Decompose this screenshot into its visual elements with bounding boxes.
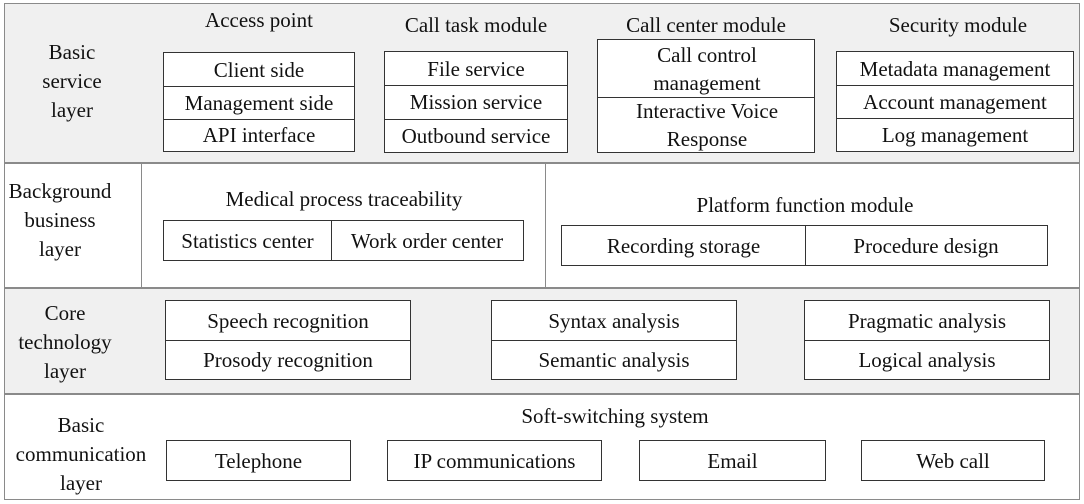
- layer-label-line: layer: [51, 98, 93, 122]
- layer-label-line: technology: [18, 330, 112, 354]
- file-service-item: File service: [427, 56, 525, 81]
- platform-function-module-title: Platform function module: [696, 193, 914, 217]
- background-business-layer: Background business layer Medical proces…: [4, 163, 1080, 288]
- web-call-box: Web call: [861, 440, 1045, 481]
- layer-label-line: Basic: [57, 413, 105, 437]
- call-center-module-box: Call control management Interactive Voic…: [597, 39, 815, 153]
- divider: [166, 340, 410, 341]
- speech-recognition-item: Speech recognition: [207, 308, 369, 333]
- statistics-center-item: Statistics center: [181, 228, 314, 253]
- background-business-layer-label: Background business layer: [5, 177, 115, 264]
- divider: [837, 118, 1073, 119]
- client-side-item: Client side: [213, 57, 305, 82]
- telephone-item: Telephone: [214, 448, 303, 473]
- layer-label-line: business: [24, 208, 96, 232]
- divider: [164, 86, 354, 87]
- call-task-module-box: File service Mission service Outbound se…: [384, 51, 568, 153]
- soft-switching-system-title: Soft-switching system: [521, 404, 709, 428]
- layer-divider: [545, 164, 546, 287]
- divider: [805, 340, 1049, 341]
- divider: [385, 85, 567, 86]
- prosody-recognition-item: Prosody recognition: [203, 347, 373, 372]
- divider: [492, 340, 736, 341]
- management-side-item: Management side: [184, 90, 334, 115]
- interactive-voice-response-item: Interactive Voice Response: [635, 98, 779, 151]
- recognition-group-box: Speech recognition Prosody recognition: [165, 300, 411, 380]
- basic-communication-layer: Basic communication layer Soft-switching…: [4, 394, 1080, 500]
- semantic-analysis-item: Semantic analysis: [538, 347, 690, 372]
- core-technology-layer: Core technology layer Speech recognition…: [4, 288, 1080, 394]
- outbound-service-item: Outbound service: [401, 123, 551, 148]
- divider: [331, 221, 332, 260]
- medical-process-traceability-box: Statistics center Work order center: [163, 220, 524, 261]
- call-center-module-title: Call center module: [626, 13, 786, 37]
- metadata-management-item: Metadata management: [859, 56, 1051, 81]
- layer-label-line: layer: [44, 359, 86, 383]
- core-technology-layer-label: Core technology layer: [5, 299, 125, 386]
- email-box: Email: [639, 440, 826, 481]
- divider: [598, 97, 814, 98]
- divider: [837, 85, 1073, 86]
- layer-label-line: Background: [8, 179, 112, 203]
- medical-process-traceability-title: Medical process traceability: [225, 187, 463, 211]
- layer-label-line: communication: [15, 442, 147, 466]
- basic-service-layer-label: Basic service layer: [5, 38, 139, 125]
- security-module-box: Metadata management Account management L…: [836, 51, 1074, 152]
- work-order-center-item: Work order center: [350, 228, 504, 253]
- security-module-title: Security module: [888, 13, 1028, 37]
- ip-communications-box: IP communications: [387, 440, 602, 481]
- layer-label-line: layer: [60, 471, 102, 495]
- telephone-box: Telephone: [166, 440, 351, 481]
- pragmatic-logical-group-box: Pragmatic analysis Logical analysis: [804, 300, 1050, 380]
- layer-label-line: layer: [39, 237, 81, 261]
- basic-communication-layer-label: Basic communication layer: [5, 411, 157, 498]
- mission-service-item: Mission service: [409, 90, 543, 114]
- log-management-item: Log management: [881, 122, 1029, 147]
- divider: [164, 119, 354, 120]
- syntax-analysis-item: Syntax analysis: [548, 308, 680, 333]
- call-task-module-title: Call task module: [404, 13, 548, 37]
- platform-function-module-box: Recording storage Procedure design: [561, 225, 1048, 266]
- layer-divider: [141, 164, 142, 287]
- recording-storage-item: Recording storage: [606, 233, 761, 258]
- api-interface-item: API interface: [202, 123, 316, 147]
- divider: [385, 119, 567, 120]
- access-point-box: Client side Management side API interfac…: [163, 52, 355, 152]
- call-control-management-item: Call control management: [653, 42, 761, 95]
- layer-label-line: Core: [44, 301, 86, 325]
- procedure-design-item: Procedure design: [853, 233, 999, 258]
- basic-service-layer: Basic service layer Access point Client …: [4, 3, 1080, 163]
- pragmatic-analysis-item: Pragmatic analysis: [847, 308, 1007, 333]
- account-management-item: Account management: [863, 89, 1047, 114]
- layer-label-line: Basic: [48, 40, 96, 64]
- access-point-title: Access point: [205, 8, 313, 32]
- logical-analysis-item: Logical analysis: [858, 347, 996, 372]
- ip-communications-item: IP communications: [413, 448, 576, 473]
- layer-label-line: service: [42, 69, 102, 93]
- divider: [805, 226, 806, 265]
- email-item: Email: [707, 448, 758, 473]
- syntax-semantic-group-box: Syntax analysis Semantic analysis: [491, 300, 737, 380]
- web-call-item: Web call: [916, 448, 990, 473]
